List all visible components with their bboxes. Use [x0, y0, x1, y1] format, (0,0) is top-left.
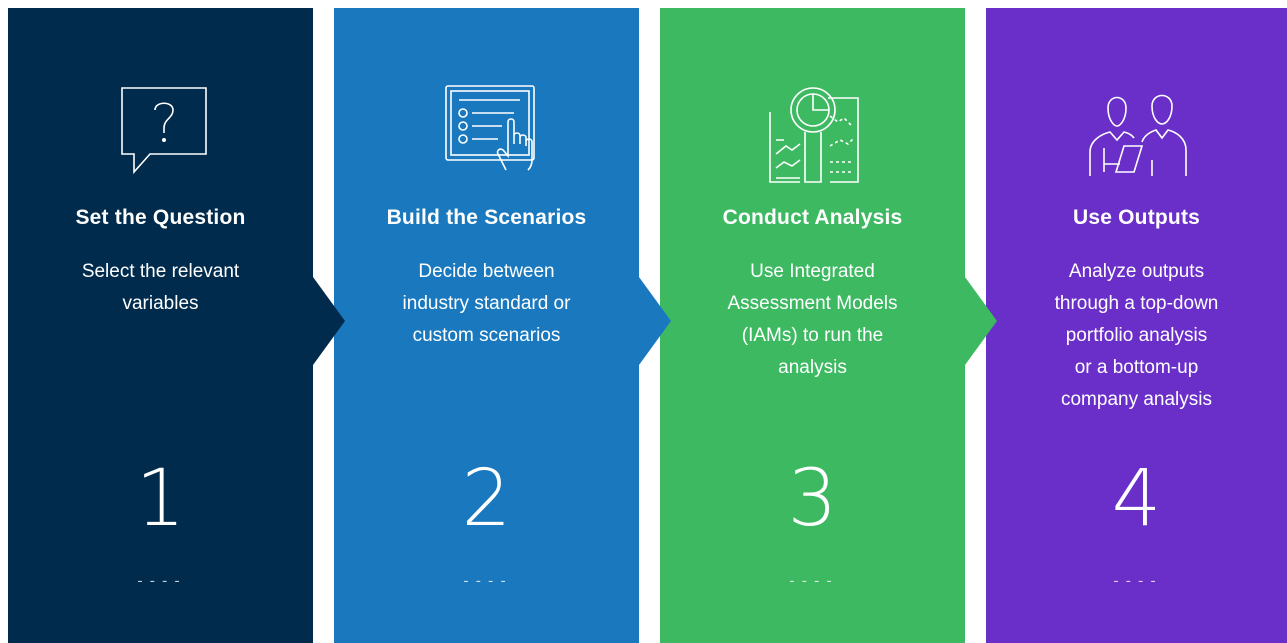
step-footer-dashes: ----	[787, 574, 838, 590]
step-description: Select the relevant variables	[34, 256, 287, 320]
step-panel-4: Use Outputs Analyze outputs through a to…	[986, 8, 1287, 643]
step-number: 2	[461, 454, 512, 544]
step-title: Conduct Analysis	[722, 206, 903, 229]
description-line: (IAMs) to run the	[741, 325, 884, 346]
description-line: Use Integrated	[750, 261, 875, 282]
step-description: Use Integrated Assessment Models (IAMs) …	[686, 256, 939, 384]
description-line: industry standard or	[402, 293, 571, 314]
step-panel-3: Conduct Analysis Use Integrated Assessme…	[660, 8, 965, 643]
description-line: through a top-down	[1054, 293, 1219, 314]
magnifier-chart-icon	[758, 76, 868, 186]
two-people-icon	[1082, 76, 1192, 186]
step-panel-1: Set the Question Select the relevant var…	[8, 8, 313, 643]
description-line: variables	[122, 293, 199, 314]
question-bubble-icon	[106, 76, 216, 186]
step-panel-2: Build the Scenarios Decide between indus…	[334, 8, 639, 643]
step-title: Use Outputs	[1072, 206, 1201, 229]
step-description: Analyze outputs through a top-down portf…	[1012, 256, 1261, 416]
arrow-chevron-2	[639, 277, 671, 365]
description-line: portfolio analysis	[1065, 325, 1208, 346]
arrow-chevron-1	[313, 277, 345, 365]
step-title: Build the Scenarios	[386, 206, 587, 229]
description-line: or a bottom-up	[1074, 357, 1199, 378]
step-number: 4	[1111, 454, 1162, 544]
step-footer-dashes: ----	[461, 574, 512, 590]
description-line: Decide between	[418, 261, 555, 282]
description-line: analysis	[778, 357, 847, 378]
description-line: company analysis	[1060, 389, 1213, 410]
description-line: Select the relevant	[81, 261, 240, 282]
step-description: Decide between industry standard or cust…	[360, 256, 613, 352]
step-number: 3	[787, 454, 838, 544]
description-line: Assessment Models	[727, 293, 898, 314]
step-number: 1	[135, 454, 186, 544]
arrow-chevron-3	[965, 277, 997, 365]
step-footer-dashes: ----	[1111, 574, 1162, 590]
checklist-tap-icon	[432, 76, 542, 186]
description-line: custom scenarios	[412, 325, 561, 346]
description-line: Analyze outputs	[1068, 261, 1205, 282]
step-title: Set the Question	[75, 206, 246, 229]
step-footer-dashes: ----	[135, 574, 186, 590]
